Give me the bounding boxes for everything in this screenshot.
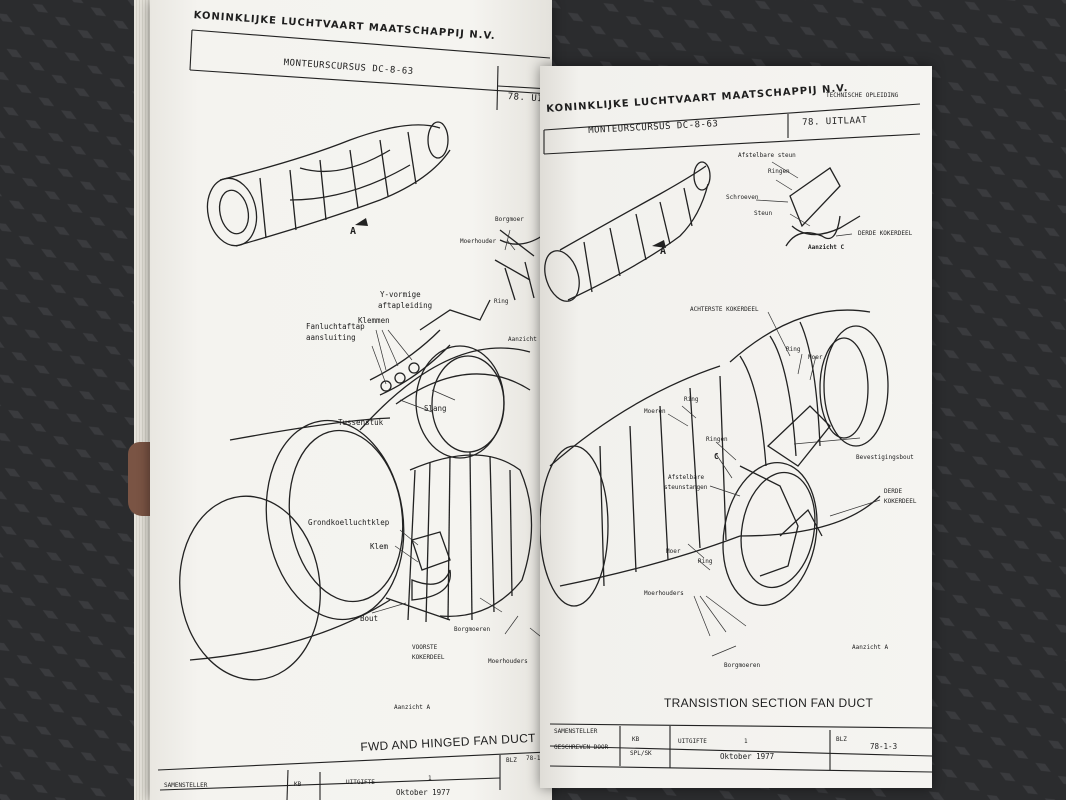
label-moerhouders: Moerhouders: [644, 590, 684, 597]
label-afstelbare: Afstelbare: [668, 474, 705, 481]
page-edge-stack: [134, 0, 152, 800]
label-bevestigingsbout: Bevestigingsbout: [856, 454, 914, 461]
label-aanzicht-a: Aanzicht A: [394, 704, 431, 711]
label-fanluchtaftap: Fanluchtaftap: [306, 322, 365, 331]
label-klemmen: Klemmen: [358, 316, 390, 325]
label-slang: Slang: [424, 404, 447, 413]
label-schroeven: Schroeven: [726, 194, 759, 201]
left-engine-drawing: [179, 121, 546, 681]
label-ringen: Ringen: [768, 168, 790, 175]
footer-uitgifte-value: 1: [744, 738, 748, 745]
label-derde-kokerdeel-top: DERDE KOKERDEEL: [858, 230, 913, 237]
footer-geschreven-label: GESCHREVEN DOOR: [554, 744, 609, 751]
label-borgmoeren: Borgmoeren: [454, 626, 491, 633]
label-voorste: VOORSTE: [412, 644, 438, 651]
footer-uitgifte-value: 1: [428, 775, 432, 782]
figure-caption: TRANSISTION SECTION FAN DUCT: [664, 696, 874, 710]
footer-page-number: 78-1-2: [526, 755, 548, 762]
label-aftapleiding: aftapleiding: [378, 301, 433, 310]
footer-blz-label: BLZ: [836, 736, 847, 743]
label-aanzicht-a: Aanzicht A: [852, 644, 889, 651]
footer-uitgifte-label: UITGIFTE: [346, 779, 375, 786]
label-borgmoeren: Borgmoeren: [724, 662, 761, 669]
label-moer-bottom: Moer: [666, 548, 681, 555]
footer-page-number: 78-1-3: [870, 742, 898, 751]
thumb: [128, 442, 154, 516]
label-ring-mid: Ring: [684, 396, 699, 403]
label-grondkoelluchtklep: Grondkoelluchtklep: [308, 518, 390, 527]
footer-samensteller-label: SAMENSTELLER: [554, 728, 598, 735]
label-moeren: Moeren: [644, 408, 666, 415]
label-aanzicht-c: Aanzicht C: [808, 244, 845, 251]
label-aanzicht-b: Aanzicht B: [508, 336, 545, 343]
label-moerhouders: Moerhouders: [488, 658, 528, 665]
label-moerhouder: Moerhouder: [460, 238, 497, 245]
label-ring-top: Ring: [786, 346, 801, 353]
label-derde: DERDE: [884, 488, 903, 495]
label-aansluiting: aansluiting: [306, 333, 356, 342]
label-tussenstuk: Tussenstuk: [338, 418, 384, 427]
right-frame-lines: [543, 103, 932, 773]
footer-blz-label: BLZ: [506, 757, 517, 764]
view-marker-a: A: [350, 226, 357, 237]
label-borgmoer: Borgmoer: [495, 216, 524, 223]
footer-samensteller-label: SAMENSTELLER: [164, 782, 208, 789]
label-kokerdeel: KOKERDEEL: [412, 654, 445, 661]
label-y-vormige: Y-vormige: [380, 290, 421, 299]
right-engine-drawing: [540, 161, 889, 657]
label-c-marker: C: [714, 452, 719, 461]
footer-date: Oktober 1977: [396, 788, 451, 797]
department-name: TECHNISCHE OPLEIDING: [826, 92, 899, 99]
right-page: KONINKLIJKE LUCHTVAART MAATSCHAPPIJ N.V.…: [540, 66, 932, 788]
label-achterste-kokerdeel: ACHTERSTE KOKERDEEL: [690, 306, 759, 313]
footer-geschreven-value: SPL/SK: [630, 750, 652, 757]
footer-samensteller-value: KB: [632, 736, 640, 743]
label-afstelbare-steun: Afstelbare steun: [738, 152, 796, 159]
label-ring: Ring: [494, 298, 509, 305]
footer-uitgifte-label: UITGIFTE: [678, 738, 707, 745]
label-kokerdeel: KOKERDEEL: [884, 498, 917, 505]
left-page: KONINKLIJKE LUCHTVAART MAATSCHAPPIJ N.V.…: [150, 0, 552, 800]
view-marker-a: A: [660, 246, 667, 257]
label-moer-top: Moer: [808, 354, 823, 361]
label-ring-bottom: Ring: [698, 558, 713, 565]
label-klem: Klem: [370, 542, 389, 551]
label-bout: Bout: [360, 614, 379, 623]
footer-date: Oktober 1977: [720, 752, 775, 761]
label-steunstangen: steunstangen: [664, 484, 708, 491]
label-ringen-mid: Ringen: [706, 436, 728, 443]
footer-samensteller-value: KB: [294, 781, 302, 788]
label-steun: Steun: [754, 210, 773, 217]
